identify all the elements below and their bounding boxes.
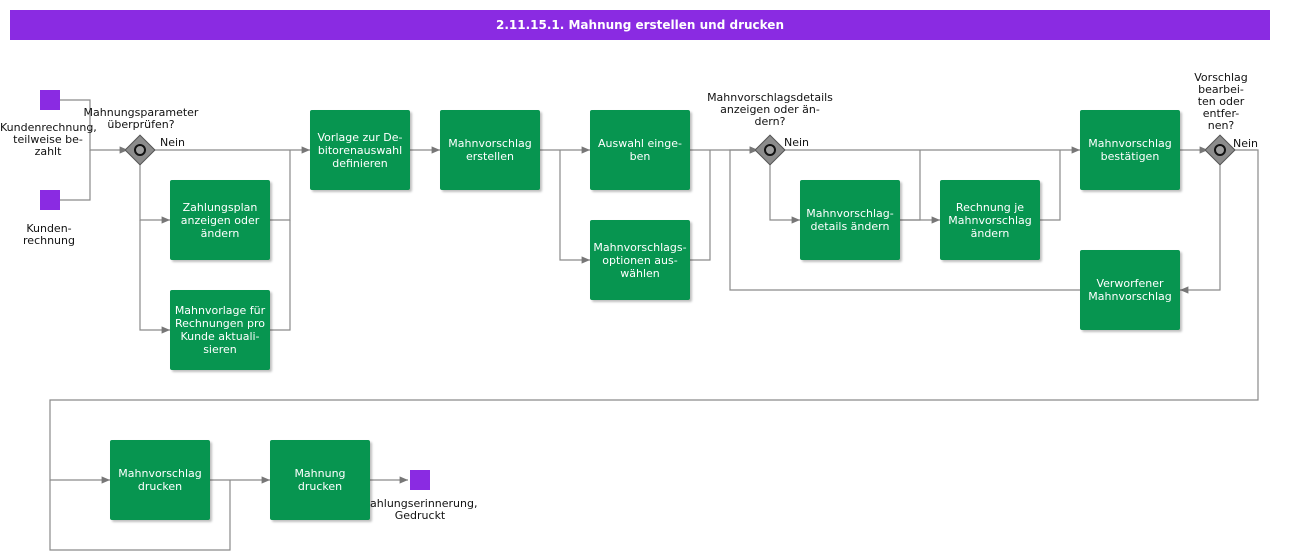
flow-g1-zahlungsplan xyxy=(139,162,170,224)
gateway-2-label: Mahnvorschlagsdetails anzeigen oder än- … xyxy=(707,91,833,128)
task-optionen[interactable]: Mahnvorschlags- optionen aus- wählen xyxy=(590,220,690,300)
diagram-title: 2.11.15.1. Mahnung erstellen und drucken xyxy=(10,10,1270,40)
task-mahnvorlage[interactable]: Mahnvorlage für Rechnungen pro Kunde akt… xyxy=(170,290,270,370)
task-rechnung[interactable]: Rechnung je Mahnvorschlag ändern xyxy=(940,180,1040,260)
start-event-1 xyxy=(40,90,60,110)
task-verworfen[interactable]: Verworfener Mahnvorschlag xyxy=(1080,250,1180,330)
task-vorlage[interactable]: Vorlage zur De- bitorenauswahl definiere… xyxy=(310,110,410,190)
flow-details-merge xyxy=(900,150,921,221)
flow-g2-details xyxy=(769,162,800,224)
flow-g1-mahnvorlage xyxy=(139,220,170,334)
flow-verworfen-loop xyxy=(729,146,1080,291)
gateway-3-marker xyxy=(1214,144,1226,156)
start-event-1-label: Kundenrechnung, teilweise be- zahlt xyxy=(0,121,97,158)
start-event-2-label: Kunden- rechnung xyxy=(23,222,75,247)
gateway-2-marker xyxy=(764,144,776,156)
flow-g3-nein xyxy=(49,149,1259,484)
gateway-2-no-label: Nein xyxy=(784,136,810,149)
flow-erstellen-optionen xyxy=(559,150,590,264)
gateway-3-no-label: Nein xyxy=(1233,137,1259,150)
gateway-1-label: Mahnungsparameter überprüfen? xyxy=(83,106,199,131)
end-event-label: Zahlungserinnerung, Gedruckt xyxy=(362,497,478,522)
start-event-2 xyxy=(40,190,60,210)
flow-loop-bottom xyxy=(49,480,231,551)
gateway-1-no-label: Nein xyxy=(160,136,186,149)
task-mv-drucken[interactable]: Mahnvorschlag drucken xyxy=(110,440,210,520)
flow-mahnvorlage-merge xyxy=(270,220,291,331)
flow-optionen-merge xyxy=(690,150,711,261)
task-bestaetigen[interactable]: Mahnvorschlag bestätigen xyxy=(1080,110,1180,190)
task-zahlungsplan[interactable]: Zahlungsplan anzeigen oder ändern xyxy=(170,180,270,260)
task-m-drucken[interactable]: Mahnung drucken xyxy=(270,440,370,520)
task-details[interactable]: Mahnvorschlag- details ändern xyxy=(800,180,900,260)
task-auswahl[interactable]: Auswahl einge- ben xyxy=(590,110,690,190)
gateway-3-label: Vorschlag bearbei- ten oder entfer- nen? xyxy=(1194,71,1248,132)
end-event xyxy=(410,470,430,490)
gateway-1-marker xyxy=(134,144,146,156)
flow-start1-g1 xyxy=(60,99,128,154)
flow-rechnung-merge xyxy=(1040,150,1061,221)
task-erstellen[interactable]: Mahnvorschlag erstellen xyxy=(440,110,540,190)
flow-start2-g1 xyxy=(60,150,91,201)
flow-g3-verworfen xyxy=(1180,162,1221,294)
flow-zahlungsplan-merge xyxy=(270,150,291,221)
